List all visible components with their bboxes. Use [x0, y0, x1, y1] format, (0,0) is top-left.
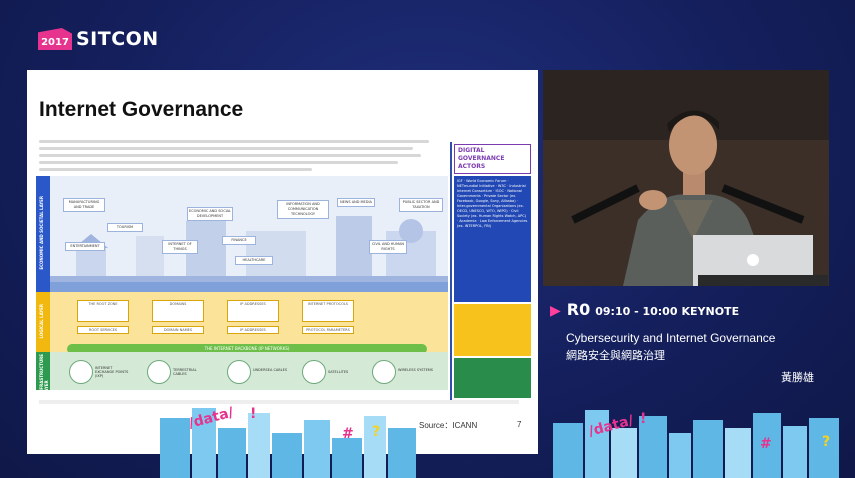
- svg-text:#: #: [342, 426, 354, 442]
- box-healthcare: HEALTHCARE: [235, 256, 273, 265]
- sitcon-logo: 2017 SITCON: [38, 28, 159, 50]
- infra-wireless: WIRELESS SYSTEMS: [398, 368, 434, 372]
- box-finance: FINANCE: [222, 236, 256, 245]
- svg-text:?: ?: [372, 424, 380, 440]
- undersea-cable-icon: [227, 360, 251, 384]
- box-manufacturing: MANUFACTURING AND TRADE: [63, 198, 105, 212]
- actors-logical-list: [454, 304, 531, 356]
- box-root-services: ROOT SERVICES: [77, 326, 129, 334]
- box-entertainment: ENTERTAINMENT: [65, 242, 105, 251]
- box-ip-addresses-2: IP ADDRESSES: [227, 326, 279, 334]
- talk-title-en: Cybersecurity and Internet Governance: [566, 331, 776, 345]
- box-civil-rights: CIVIL AND HUMAN RIGHTS: [369, 240, 407, 254]
- slide-title: Internet Governance: [39, 98, 244, 121]
- session-room: R0: [566, 300, 591, 319]
- actors-list: IGF · World Economic Forum · NETmundial …: [454, 176, 531, 302]
- box-domains: DOMAINS: [152, 300, 204, 322]
- infra-satellites: SATELLITES: [328, 370, 349, 374]
- logo-name: SITCON: [76, 28, 159, 50]
- session-time: 09:10 - 10:00: [595, 305, 678, 318]
- ixp-icon: [69, 360, 93, 384]
- city-skyline-decoration: /data/ /data/ !! ## ??: [160, 404, 839, 478]
- infra-undersea: UNDERSEA CABLES: [253, 368, 288, 372]
- infra-ixp: INTERNET EXCHANGE POINTS (IXP): [95, 366, 129, 378]
- internet-backbone-bar: THE INTERNET BACKBONE (IP NETWORKS): [67, 344, 427, 354]
- logical-layer-sidebar: LOGICAL LAYER: [36, 292, 50, 352]
- presentation-slide: Internet Governance DIGITAL GOVERNANCE A…: [27, 70, 538, 454]
- box-domain-names: DOMAIN NAMES: [152, 326, 204, 334]
- logo-year-badge: 2017: [38, 28, 72, 50]
- session-info: ▶ R0 09:10 - 10:00 KEYNOTE Cybersecurity…: [550, 300, 835, 385]
- logical-layer-label: LOGICAL LAYER: [39, 304, 44, 339]
- box-news-media: NEWS AND MEDIA: [337, 198, 375, 207]
- box-ip-addresses: IP ADDRESSES: [227, 300, 279, 322]
- economic-layer: ECONOMIC AND SOCIETAL LAYER: [36, 176, 448, 293]
- box-internet-protocols: INTERNET PROTOCOLS: [302, 300, 354, 322]
- svg-text:?: ?: [822, 434, 830, 450]
- governance-actors-panel: DIGITAL GOVERNANCE ACTORS IGF · World Ec…: [450, 142, 533, 400]
- box-root-zone: THE ROOT ZONE: [77, 300, 129, 322]
- city-illustration: [50, 216, 448, 293]
- session-header: ▶ R0 09:10 - 10:00 KEYNOTE: [550, 300, 835, 319]
- wireless-icon: [372, 360, 396, 384]
- svg-text:#: #: [760, 436, 772, 452]
- box-iot: INTERNET OF THINGS: [162, 240, 198, 254]
- box-economic-development: ECONOMIC AND SOCIAL DEVELOPMENT: [187, 207, 233, 221]
- slide-paragraph: [39, 140, 429, 175]
- infra-terrestrial: TERRESTRIAL CABLES: [173, 368, 197, 376]
- infra-layer-sidebar: INFRASTRUCTURE LAYER: [36, 352, 50, 394]
- svg-text:!: !: [250, 406, 256, 422]
- svg-text:!: !: [640, 411, 646, 427]
- speaker-video: [543, 70, 829, 286]
- talk-title-zh: 網路安全與網路治理: [566, 349, 665, 362]
- infra-layer-label: INFRASTRUCTURE LAYER: [39, 354, 49, 395]
- session-track: KEYNOTE: [681, 305, 740, 318]
- slide-footer-strip: [39, 400, 519, 404]
- box-public-sector: PUBLIC SECTOR AND TAXATION: [399, 198, 443, 212]
- box-protocol-parameters: PROTOCOL PARAMETERS: [302, 326, 354, 334]
- actors-infra-list: [454, 358, 531, 398]
- terrestrial-cable-icon: [147, 360, 171, 384]
- speaker-illustration: [543, 70, 829, 286]
- slide-source: Source：ICANN: [419, 421, 478, 430]
- slide-page-number: 7: [517, 420, 522, 429]
- box-ict: INFORMATION AND COMMUNICATION TECHNOLOGY: [277, 200, 329, 219]
- economic-layer-sidebar: ECONOMIC AND SOCIETAL LAYER: [36, 176, 50, 293]
- play-arrow-icon: ▶: [550, 303, 561, 319]
- speaker-name: 黃勝雄: [781, 371, 814, 384]
- satellite-icon: [302, 360, 326, 384]
- box-tourism: TOURISM: [107, 223, 143, 232]
- actors-title: DIGITAL GOVERNANCE ACTORS: [454, 144, 531, 174]
